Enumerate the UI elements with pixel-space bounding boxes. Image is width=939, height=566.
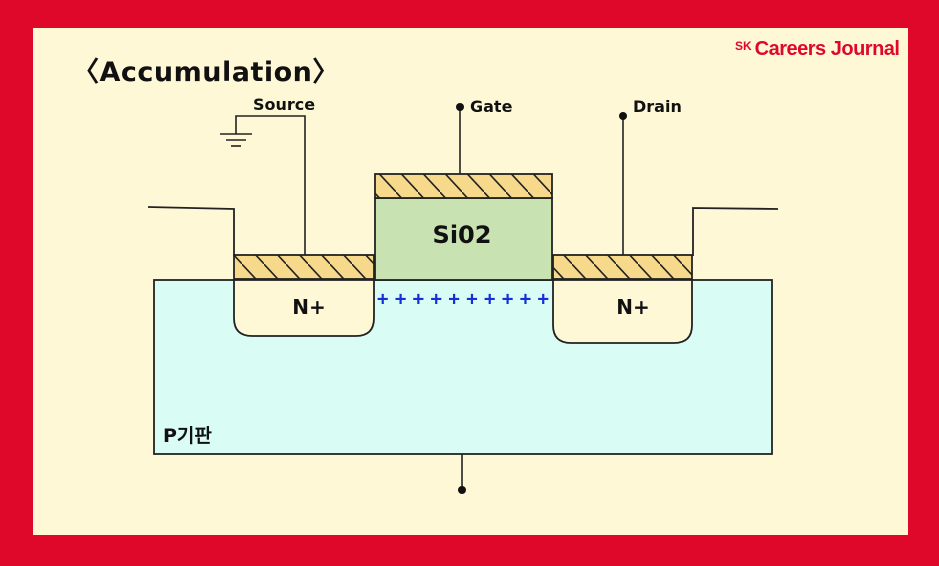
oxide-label: Si02 (433, 221, 492, 249)
gate-label: Gate (470, 97, 513, 116)
n-plus-label-left: N+ (292, 295, 326, 319)
diagram-title: 〈Accumulation〉 (72, 57, 340, 88)
ground-icon (220, 133, 252, 147)
brand-prefix: SK (735, 39, 752, 53)
body-terminal (458, 486, 466, 494)
drain-terminal (619, 112, 627, 120)
substrate-label: P기판 (163, 425, 212, 447)
n-plus-well-left (233, 279, 375, 337)
source-label: Source (253, 95, 315, 114)
n-plus-well-right (552, 279, 693, 344)
source-wire (235, 115, 306, 255)
drain-metal (552, 254, 693, 280)
surface-line-left (147, 206, 235, 256)
n-plus-label-right: N+ (616, 295, 650, 319)
oxide-layer (374, 197, 553, 281)
gate-metal (374, 173, 553, 199)
drain-label: Drain (633, 97, 682, 116)
source-metal (233, 254, 375, 280)
surface-line-right (692, 207, 779, 256)
brand-name: Careers Journal (754, 38, 900, 60)
gate-terminal (456, 103, 464, 111)
